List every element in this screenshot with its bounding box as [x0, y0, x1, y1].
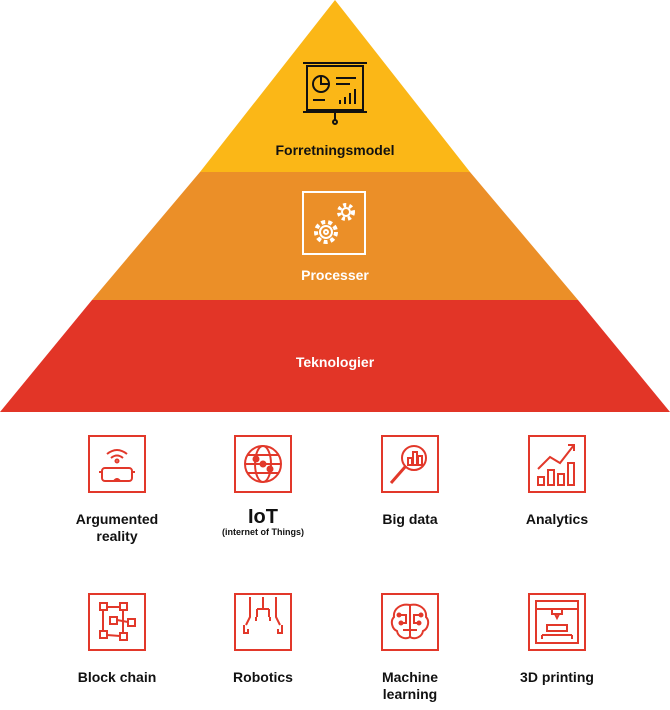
presentation-board-icon	[303, 62, 367, 125]
tech-tile-block-chain: Block chain	[43, 593, 191, 686]
3d-printer-icon	[535, 600, 579, 644]
tech-tile-iot: IoT (internet of Things)	[189, 435, 337, 538]
gears-icon	[302, 191, 366, 255]
globe-network-icon	[244, 445, 282, 483]
level-label-technologies: Teknologier	[295, 354, 375, 370]
tech-sublabel-iot: (internet of Things)	[222, 527, 304, 537]
vr-headset-icon	[99, 449, 135, 482]
block-chain-icon	[99, 602, 136, 641]
pyramid-level-technologies	[0, 300, 670, 412]
level-label-processes: Processer	[301, 267, 369, 283]
pyramid-diagram	[0, 0, 670, 412]
magnifier-chart-icon	[389, 445, 427, 484]
tech-label-iot: IoT	[248, 506, 278, 528]
tech-label-3d-printing: 3D printing	[520, 669, 594, 685]
tech-label-block-chain: Block chain	[77, 669, 157, 685]
level-label-business-model: Forretningsmodel	[275, 142, 395, 158]
growth-chart-icon	[537, 444, 575, 486]
tech-tile-robotics: Robotics	[189, 593, 337, 686]
pyramid-level-business-model	[200, 0, 470, 172]
tech-label-analytics: Analytics	[525, 511, 589, 527]
tech-label-big-data: Big data	[382, 511, 438, 527]
tech-tile-big-data: Big data	[336, 435, 484, 528]
pyramid-level-processes	[92, 172, 578, 300]
robot-arms-icon	[243, 597, 283, 634]
brain-circuit-icon	[390, 603, 430, 640]
tech-label-robotics: Robotics	[233, 669, 293, 685]
tech-tile-3d-printing: 3D printing	[483, 593, 631, 686]
tech-tile-analytics: Analytics	[483, 435, 631, 528]
